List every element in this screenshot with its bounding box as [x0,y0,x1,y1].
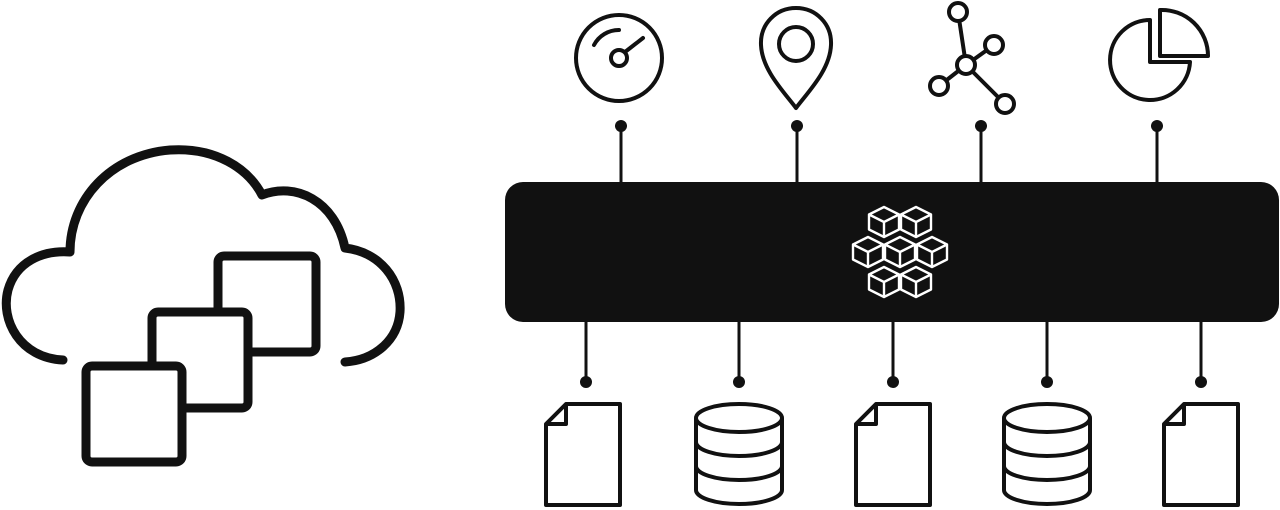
cloud-outline [1,145,405,367]
dot-doc-1 [580,376,592,388]
dot-gauge [615,120,627,132]
dot-db-2 [1041,376,1053,388]
document-icon [854,402,932,507]
document-icon [544,402,622,507]
cube-cluster-icon [851,205,949,299]
container-front [81,361,187,467]
cube [851,235,885,269]
cube [867,265,901,299]
network-graph-icon [928,1,1016,115]
gauge-icon [574,13,664,103]
bottom-connector-dots [580,376,1207,388]
cube [867,205,901,239]
cube [899,205,933,239]
database-icon [1002,402,1092,506]
database-icon [694,402,784,506]
dot-doc-3 [1195,376,1207,388]
dot-doc-2 [887,376,899,388]
pie-chart-icon [1108,7,1211,102]
cloud-containers-icon [1,145,405,467]
cube [899,265,933,299]
dot-network [975,120,987,132]
hub-bar [505,182,1279,322]
document-icon [1162,402,1240,507]
top-connector-dots [615,120,1163,132]
dot-pie [1151,120,1163,132]
dot-db-1 [733,376,745,388]
bottom-connectors [584,318,1203,382]
dot-location [791,120,803,132]
cube [883,235,917,269]
cube [915,235,949,269]
top-connectors [619,126,1159,186]
location-pin-icon [758,6,834,110]
